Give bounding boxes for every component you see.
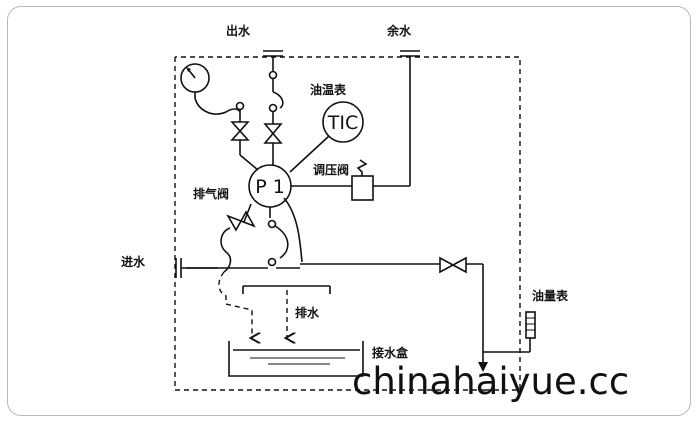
pump-label: P 1 — [255, 176, 285, 198]
oil-line — [300, 256, 531, 372]
outlet-pipe — [263, 50, 284, 113]
label-water-box: 接水盒 — [372, 345, 409, 360]
oil-level-gauge-icon — [525, 311, 536, 339]
label-inlet: 进水 — [121, 254, 146, 269]
water-box — [228, 341, 364, 377]
label-vent-valve: 排气阀 — [193, 186, 229, 201]
diagram-frame — [7, 6, 691, 416]
watermark-text: chinahaiyue.cc — [352, 360, 629, 403]
label-surplus: 余水 — [386, 23, 412, 38]
label-pressure-valve: 调压阀 — [313, 163, 349, 177]
pump-p1: P 1 — [248, 164, 292, 208]
pressure-gauge-icon — [180, 63, 245, 115]
label-oil-level-gauge: 油量表 — [532, 288, 569, 303]
pump-lower-piping — [186, 197, 303, 269]
tic-instrument: TIC — [289, 101, 364, 173]
boundary-dashed — [174, 56, 521, 391]
gauge-valve-icon — [230, 110, 259, 171]
vent-valve-icon — [220, 203, 256, 273]
outlet-valve-icon — [263, 112, 283, 166]
inlet-fitting — [175, 258, 218, 278]
drain-flow — [218, 271, 331, 338]
label-oil-temp-gauge: 油温表 — [310, 82, 347, 97]
tic-label: TIC — [327, 112, 358, 134]
pressure-valve-icon — [291, 50, 420, 201]
label-outlet: 出水 — [226, 23, 251, 38]
label-drain: 排水 — [295, 305, 320, 320]
